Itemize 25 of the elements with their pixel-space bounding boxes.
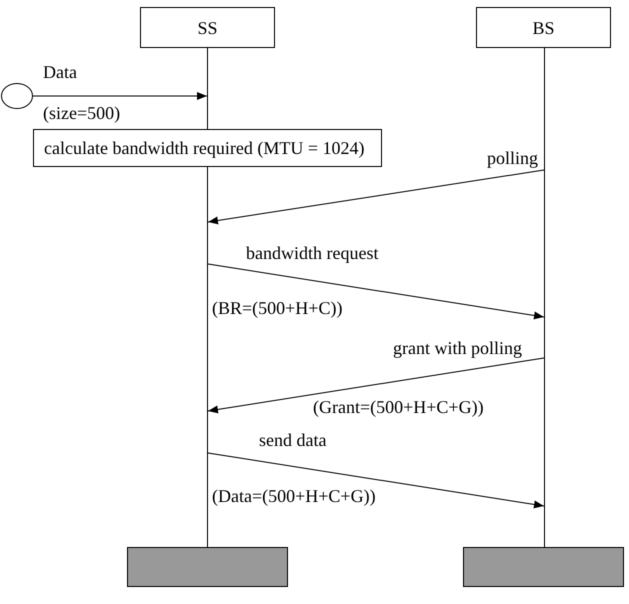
edge-label: send data	[259, 431, 326, 449]
message-parameter: (Grant=(500+H+C+G))	[313, 398, 484, 416]
message-parameter: (BR=(500+H+C))	[212, 299, 342, 317]
message-arrow	[208, 358, 544, 414]
lifeline	[207, 48, 208, 547]
message-parameter: (size=500)	[43, 104, 120, 122]
message-arrow	[208, 170, 544, 224]
participant-box	[476, 7, 611, 48]
edge-label: Data	[43, 63, 77, 81]
lifeline	[544, 48, 545, 547]
edge-label: grant with polling	[393, 339, 522, 357]
edge-label: bandwidth request	[246, 244, 378, 262]
lifeline-end-block	[463, 547, 624, 587]
participant-label: BS	[532, 18, 555, 36]
message-arrow	[208, 264, 544, 320]
message-arrow	[208, 452, 544, 508]
edge-label: polling	[487, 149, 538, 167]
message-arrow	[32, 92, 208, 100]
process-box	[33, 129, 382, 167]
message-parameter: (Data=(500+H+C+G))	[212, 487, 376, 505]
start-circle	[1, 83, 33, 109]
participant-label: SS	[197, 18, 218, 36]
lifeline-end-block	[127, 547, 288, 587]
process-label: calculate bandwidth required (MTU = 1024)	[44, 139, 365, 157]
participant-box	[140, 7, 275, 48]
